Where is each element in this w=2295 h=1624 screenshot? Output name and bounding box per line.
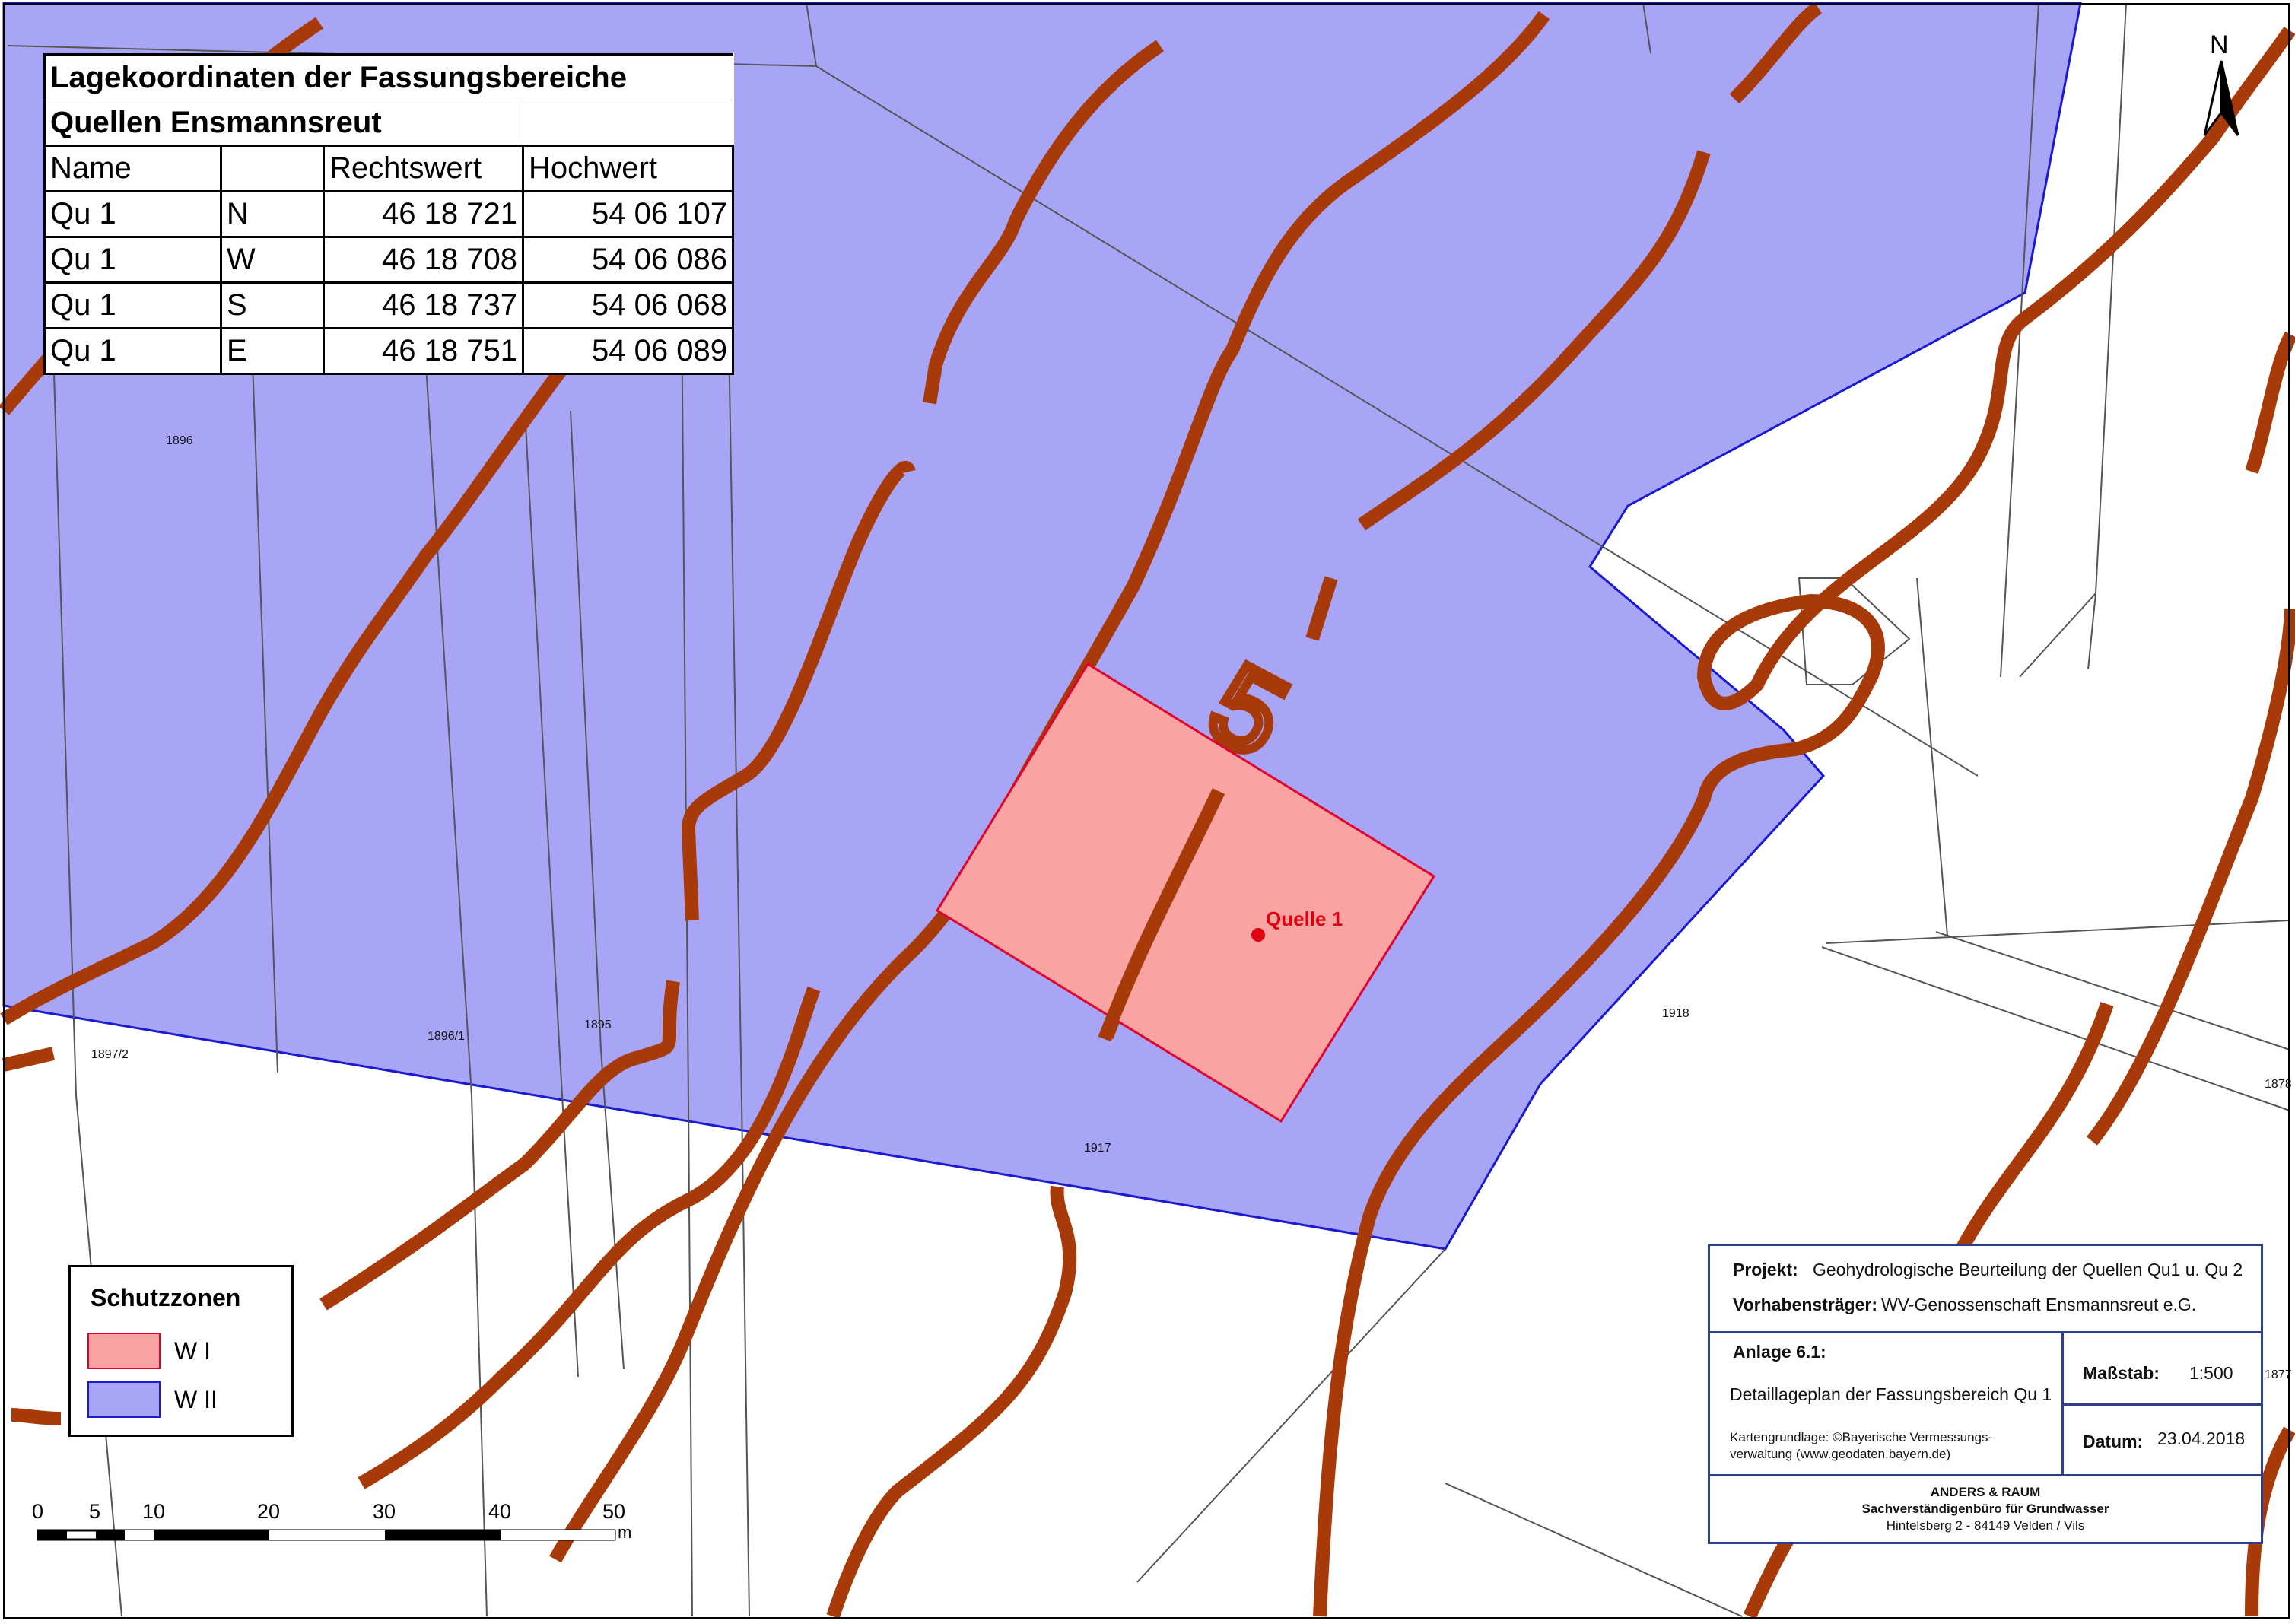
table-subtitle-empty — [523, 100, 733, 146]
scale-label: 0 — [32, 1500, 44, 1523]
table-header-row: Name Rechtswert Hochwert — [43, 145, 734, 192]
parcel-label: 1896 — [166, 434, 193, 447]
annex-label: Anlage 6.1: — [1733, 1342, 1826, 1362]
scale-field-value: 1:500 — [2189, 1363, 2233, 1383]
parcel-label: 1896/1 — [428, 1030, 465, 1043]
legend-swatch-w1 — [87, 1333, 161, 1369]
table-cell: 46 18 708 — [323, 236, 524, 284]
table-cell: 54 06 086 — [522, 236, 734, 284]
title-block-divider — [1710, 1331, 2261, 1333]
parcel-label: 1918 — [1662, 1007, 1689, 1020]
table-row: Qu 1 N 46 18 721 54 06 107 — [43, 190, 734, 238]
scale-label: 10 — [142, 1500, 166, 1523]
legend-label-w1: W I — [174, 1337, 211, 1365]
coordinate-table: Lagekoordinaten der Fassungsbereiche Que… — [43, 53, 734, 375]
scale-label: 20 — [257, 1500, 281, 1523]
table-row: Qu 1 W 46 18 708 54 06 086 — [43, 236, 734, 284]
scale-unit: m — [618, 1523, 632, 1542]
date-label: Datum: — [2083, 1432, 2144, 1451]
basemap-credit-line1: Kartengrundlage: ©Bayerische Vermessungs… — [1730, 1430, 1993, 1444]
table-cell: 46 18 721 — [323, 190, 524, 238]
parcel-label: 1897/2 — [91, 1048, 129, 1061]
date-value: 23.04.2018 — [2157, 1429, 2246, 1448]
table-header-name: Name — [43, 145, 222, 192]
project-label: Projekt: — [1733, 1260, 1798, 1279]
scale-label: 5 — [89, 1500, 101, 1523]
table-cell: 54 06 068 — [522, 281, 734, 329]
table-cell: N — [220, 190, 325, 238]
parcel-lines — [7, 2, 2290, 1617]
sponsor-value: WV-Genossenschaft Ensmannsreut e.G. — [1881, 1295, 2197, 1314]
spring-label: Quelle 1 — [1266, 907, 1343, 930]
table-cell: Qu 1 — [43, 190, 222, 238]
table-subtitle: Quellen Ensmannsreut — [43, 100, 523, 146]
table-cell: 46 18 751 — [323, 327, 524, 375]
table-cell: Qu 1 — [43, 327, 222, 375]
scale-label: 30 — [373, 1500, 396, 1523]
table-cell: S — [220, 281, 325, 329]
scale-label: 40 — [488, 1500, 512, 1523]
title-block-divider — [1710, 1474, 2261, 1476]
table-row: Qu 1 E 46 18 751 54 06 089 — [43, 327, 734, 375]
sponsor-label: Vorhabensträger: — [1733, 1295, 1878, 1314]
project-value: Geohydrologische Beurteilung der Quellen… — [1813, 1260, 2243, 1279]
parcel-label: 1877 — [2265, 1368, 2292, 1381]
title-block-divider — [2061, 1331, 2064, 1474]
table-header-rechtswert: Rechtswert — [323, 145, 524, 192]
contour-line-w1 — [1098, 788, 1225, 1042]
parcel-label: 1917 — [1084, 1142, 1111, 1155]
north-label: N — [2210, 30, 2229, 59]
table-cell: W — [220, 236, 325, 284]
table-cell: Qu 1 — [43, 236, 222, 284]
table-title-row: Lagekoordinaten der Fassungsbereiche — [43, 53, 733, 100]
zone-w1-polygon[interactable] — [935, 662, 1436, 1123]
company-subtitle: Sachverständigenbüro für Grundwasser — [1861, 1502, 2109, 1516]
table-header-dir — [220, 145, 325, 192]
table-cell: E — [220, 327, 325, 375]
legend-swatch-w2 — [87, 1381, 161, 1418]
scale-field-label: Maßstab: — [2083, 1363, 2160, 1383]
parcel-label: 1895 — [584, 1019, 612, 1031]
company-address: Hintelsberg 2 - 84149 Velden / Vils — [1886, 1518, 2085, 1533]
table-header-hochwert: Hochwert — [522, 145, 734, 192]
title-block-divider — [2061, 1403, 2261, 1406]
spring-point[interactable] — [1251, 928, 1265, 942]
table-cell: 46 18 737 — [323, 281, 524, 329]
north-arrow-icon — [2203, 60, 2239, 136]
parcel-label: 1878 — [2265, 1078, 2292, 1091]
table-subtitle-row: Quellen Ensmannsreut — [43, 100, 733, 146]
basemap-credit-line2: verwaltung (www.geodaten.bayern.de) — [1730, 1447, 1951, 1461]
company-name: ANDERS & RAUM — [1930, 1485, 2041, 1499]
table-cell: 54 06 107 — [522, 190, 734, 238]
table-cell: 54 06 089 — [522, 327, 734, 375]
annex-description: Detaillageplan der Fassungsbereich Qu 1 — [1730, 1384, 2052, 1404]
table-cell: Qu 1 — [43, 281, 222, 329]
legend: Schutzzonen W I W II — [68, 1265, 294, 1437]
table-row: Qu 1 S 46 18 737 54 06 068 — [43, 281, 734, 329]
legend-title: Schutzzonen — [91, 1284, 241, 1311]
scale-label: 50 — [602, 1500, 626, 1523]
table-title: Lagekoordinaten der Fassungsbereiche — [43, 53, 733, 100]
legend-label-w2: W II — [174, 1386, 218, 1413]
title-block: Projekt: Geohydrologische Beurteilung de… — [1708, 1244, 2263, 1544]
